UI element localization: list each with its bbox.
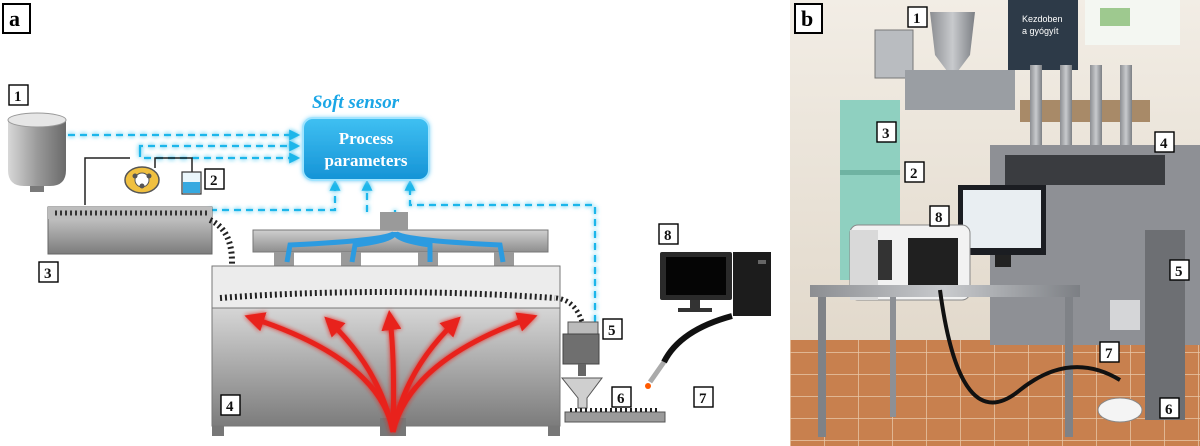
liquid-pump [84, 157, 193, 205]
callout-8: 8 [929, 205, 950, 227]
panel-b-label: b [794, 3, 823, 34]
wall-sign-line2: a gyógyít [1022, 26, 1059, 36]
svg-text:5: 5 [608, 323, 616, 339]
component-number-5: 5 [602, 318, 623, 340]
process-parameters-box: Process parameters [302, 117, 430, 181]
callout-4: 4 [1154, 131, 1175, 153]
svg-text:6: 6 [1165, 402, 1173, 418]
component-number-8: 8 [658, 223, 679, 245]
wall-sign-line1: Kezdoben [1022, 14, 1063, 24]
svg-text:2: 2 [910, 166, 918, 182]
svg-text:4: 4 [226, 399, 234, 415]
feed-hopper [7, 112, 67, 192]
svg-text:7: 7 [699, 391, 707, 407]
lab-photo-panel-b: Kezdoben a gyógyít b 1 2 3 4 5 6 7 8 [790, 0, 1200, 446]
component-number-1: 1 [8, 84, 29, 106]
panel-a-label: a [2, 3, 31, 34]
svg-text:7: 7 [1105, 346, 1113, 362]
soft-sensor-title: Soft sensor [312, 92, 400, 113]
signal-lines [68, 129, 597, 322]
svg-text:4: 4 [1160, 136, 1168, 152]
twin-screw-granulator [47, 206, 213, 255]
liquid-vessel [181, 171, 202, 195]
callout-3: 3 [876, 121, 897, 143]
component-number-7: 7 [693, 386, 714, 408]
svg-text:3: 3 [44, 266, 52, 282]
svg-text:3: 3 [882, 126, 890, 142]
photo-dryer-filters [1030, 65, 1132, 145]
svg-text:5: 5 [1175, 264, 1183, 280]
component-number-6: 6 [611, 386, 632, 408]
air-distribution [284, 230, 506, 263]
photo-hopper [930, 12, 975, 75]
component-number-2: 2 [204, 168, 225, 190]
callout-7: 7 [1099, 341, 1120, 363]
svg-text:8: 8 [935, 210, 943, 226]
photo-probe-cable [938, 289, 1122, 405]
photo-dryer-top [1020, 100, 1150, 122]
svg-text:a: a [9, 6, 20, 31]
component-number-3: 3 [38, 261, 59, 283]
funnel-conveyor [560, 377, 666, 423]
callout-2: 2 [904, 161, 925, 183]
schematic-panel-a: a Soft sensor Process parameters [2, 3, 771, 436]
granule-stream-1 [208, 217, 235, 296]
callout-1: 1 [907, 6, 928, 28]
svg-text:2: 2 [210, 173, 218, 189]
svg-text:1: 1 [913, 11, 921, 27]
svg-text:8: 8 [664, 228, 672, 244]
callout-5: 5 [1169, 259, 1190, 281]
svg-text:b: b [801, 6, 813, 31]
component-number-4: 4 [220, 394, 241, 416]
mill [562, 321, 600, 376]
svg-text:1: 1 [14, 89, 22, 105]
photo-table [810, 285, 1080, 297]
callout-6: 6 [1159, 397, 1180, 419]
svg-text:6: 6 [617, 391, 625, 407]
heating-air-flow [244, 310, 538, 433]
nir-probe [645, 313, 733, 389]
process-box-line1: Process [339, 129, 394, 148]
process-box-line2: parameters [324, 151, 407, 170]
control-box [874, 29, 914, 79]
computer [660, 252, 771, 316]
